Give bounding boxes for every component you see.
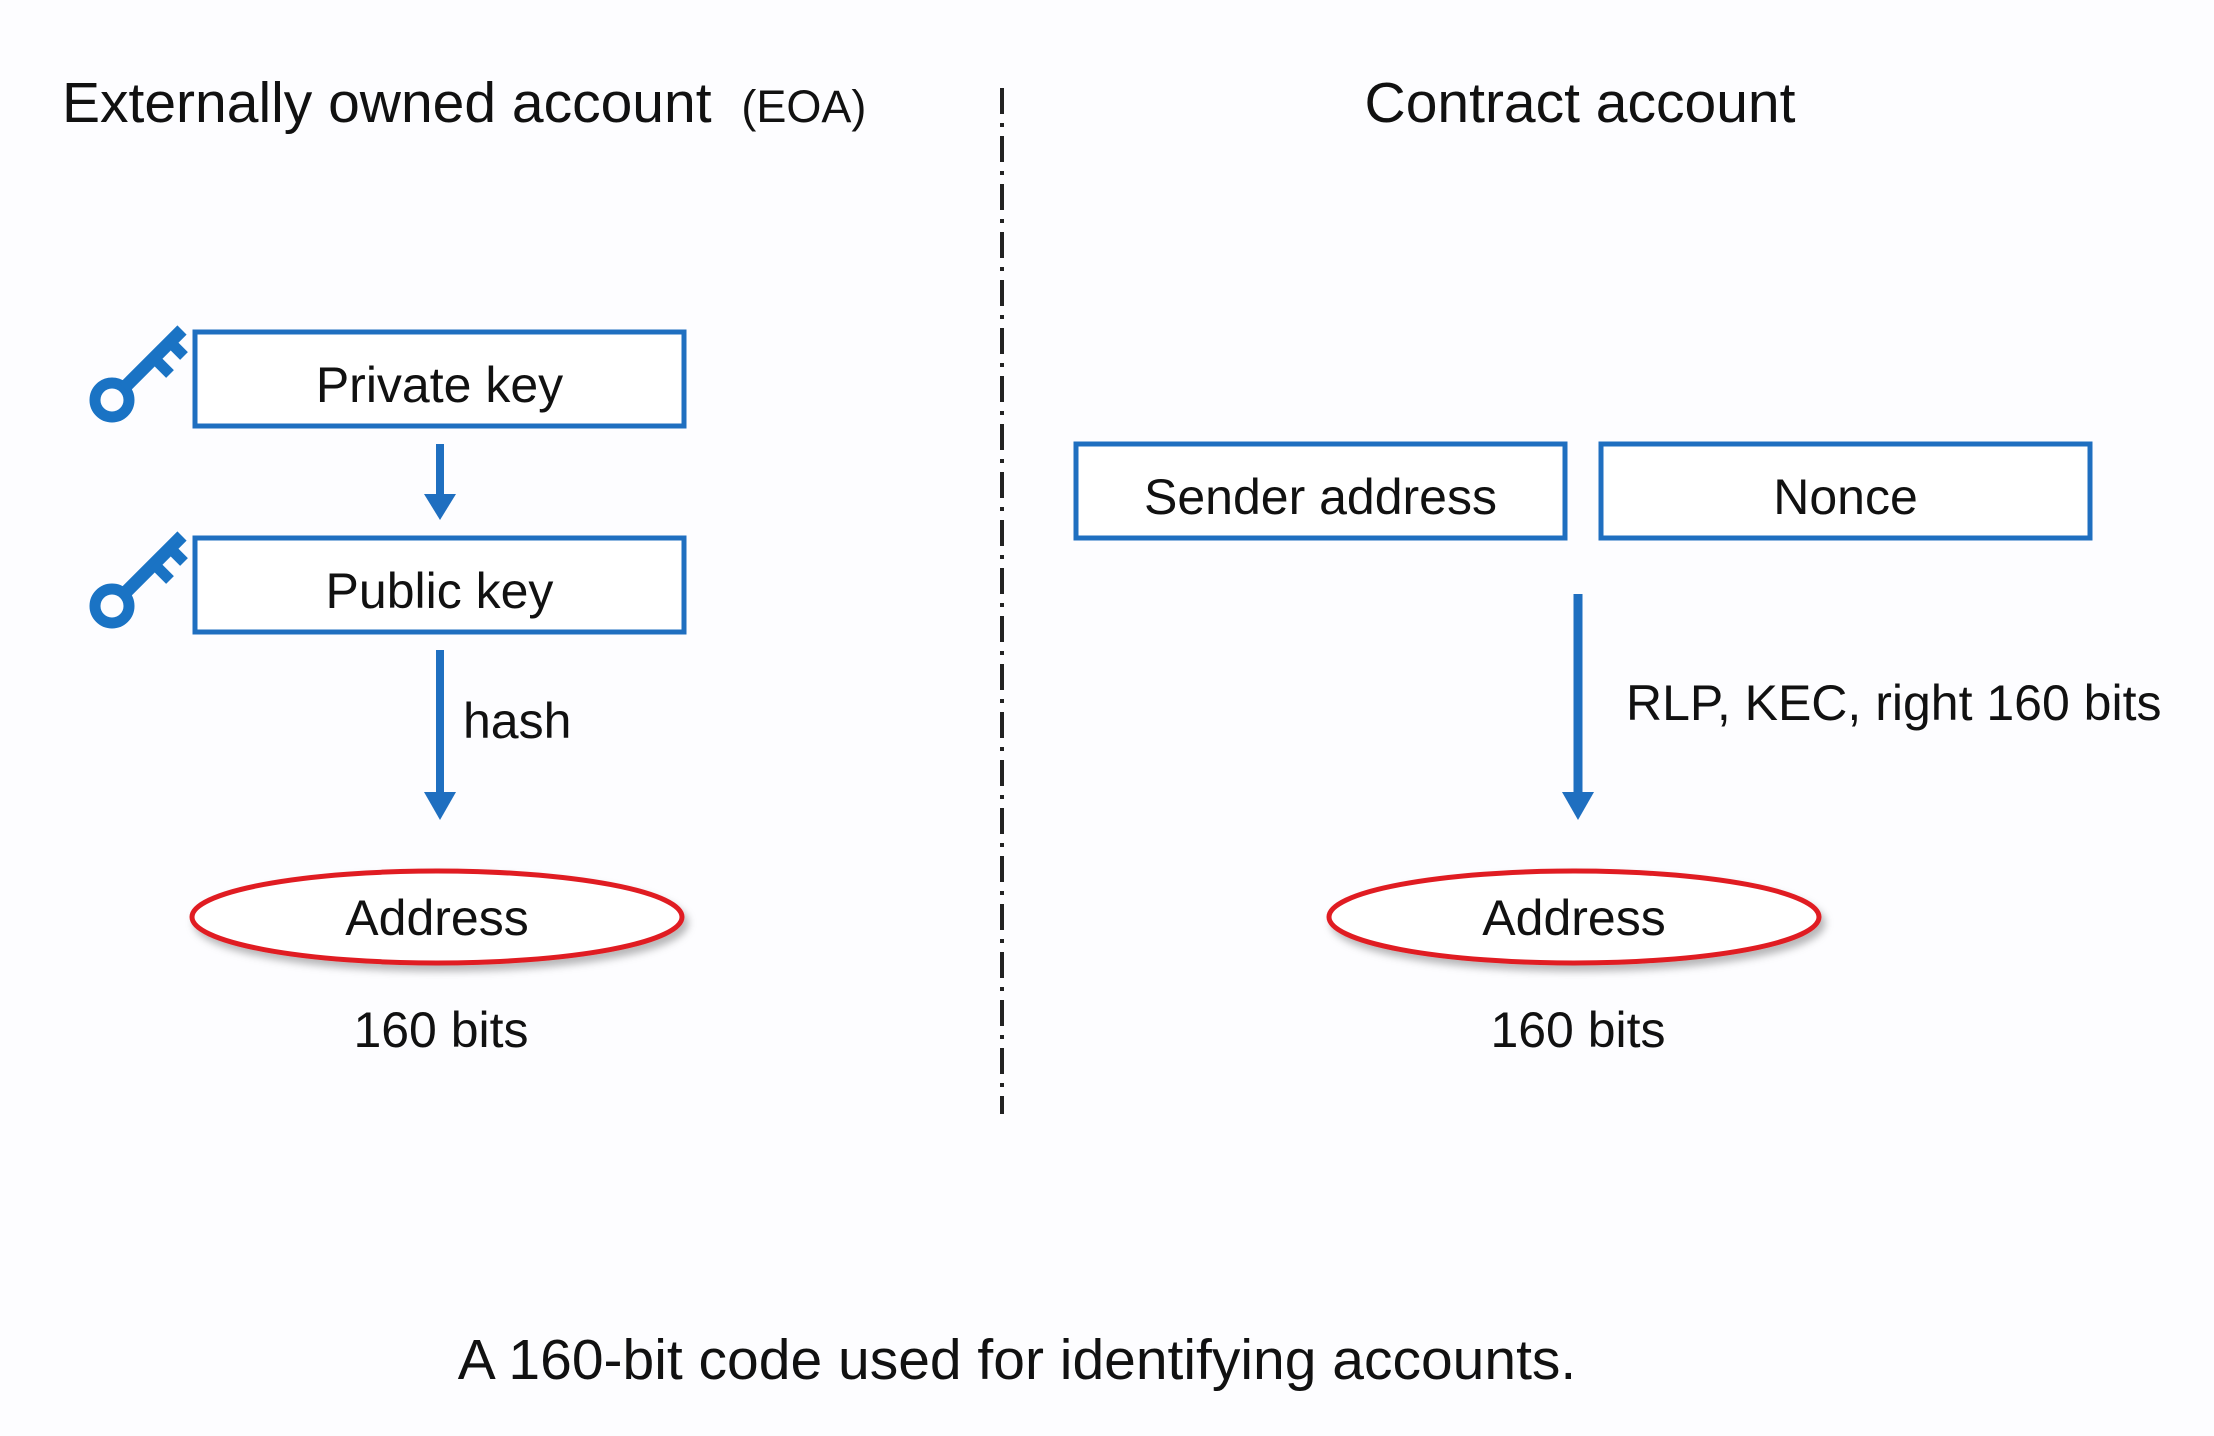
caption: A 160-bit code used for identifying acco… [458,1328,1577,1392]
contract-address-label: Address [1482,890,1665,946]
sender-address-label: Sender address [1144,469,1497,525]
transform-arrow [1562,594,1594,820]
nonce-label: Nonce [1773,469,1918,525]
hash-label: hash [463,693,571,749]
eoa-address-ellipse: Address [189,868,685,966]
eoa-title-suffix: (EOA) [741,81,866,132]
private-to-public-arrow [424,444,456,520]
transform-label: RLP, KEC, right 160 bits [1626,675,2161,731]
eoa-address-label: Address [345,890,528,946]
nonce-box: Nonce [1598,441,2093,541]
contract-title: Contract account [1365,71,1796,135]
private-key-box: Private key [192,329,687,429]
contract-bits-label: 160 bits [1490,1002,1665,1058]
hash-arrow [424,650,456,820]
public-key-label: Public key [326,563,554,619]
contract-address-ellipse: Address [1326,868,1822,966]
public-key-box: Public key [192,535,687,635]
eoa-title: Externally owned account (EOA) [62,71,866,135]
key-icon [95,536,184,623]
eoa-bits-label: 160 bits [353,1002,528,1058]
eoa-title-main: Externally owned account [62,71,712,135]
sender-address-box: Sender address [1073,441,1568,541]
key-icon [95,330,184,417]
private-key-label: Private key [316,357,563,413]
